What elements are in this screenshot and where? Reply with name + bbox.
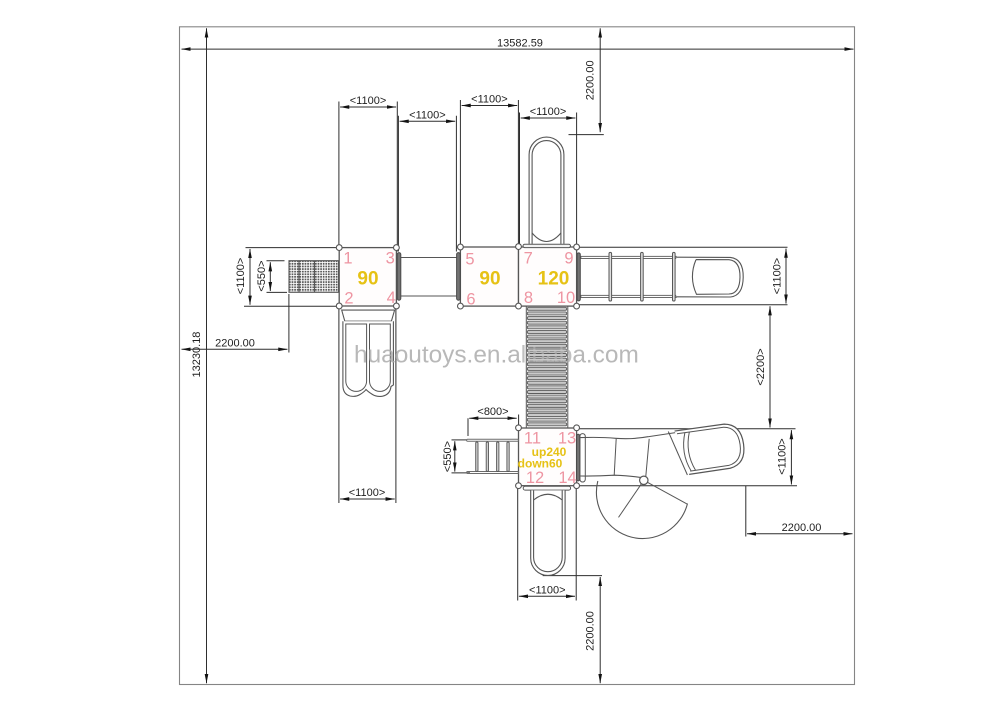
svg-text:8: 8: [524, 289, 533, 307]
svg-text:<550>: <550>: [256, 260, 268, 291]
svg-text:<550>: <550>: [442, 441, 454, 472]
svg-text:<1100>: <1100>: [529, 584, 566, 596]
svg-text:<1100>: <1100>: [772, 258, 784, 295]
svg-text:<1100>: <1100>: [471, 94, 508, 106]
svg-text:14: 14: [558, 469, 576, 487]
svg-text:2200.00: 2200.00: [585, 60, 597, 100]
svg-text:2200.00: 2200.00: [584, 611, 596, 651]
svg-text:11: 11: [524, 430, 541, 448]
svg-text:7: 7: [524, 250, 533, 268]
svg-text:<2200>: <2200>: [755, 348, 767, 385]
svg-text:2: 2: [344, 290, 353, 308]
svg-text:<1100>: <1100>: [777, 438, 789, 475]
svg-text:<1100>: <1100>: [530, 106, 567, 118]
svg-text:<1100>: <1100>: [350, 95, 387, 107]
svg-text:90: 90: [479, 269, 500, 290]
svg-text:<1100>: <1100>: [409, 109, 446, 121]
svg-text:2200.00: 2200.00: [215, 337, 255, 349]
svg-text:13582.59: 13582.59: [497, 38, 543, 50]
svg-text:<800>: <800>: [477, 406, 508, 418]
svg-text:5: 5: [465, 251, 474, 269]
svg-text:9: 9: [564, 250, 573, 268]
svg-text:1: 1: [343, 250, 352, 268]
svg-text:10: 10: [557, 289, 575, 307]
svg-text:4: 4: [387, 289, 396, 307]
svg-text:up240: up240: [532, 445, 567, 459]
svg-text:13: 13: [558, 430, 576, 448]
svg-text:12: 12: [526, 469, 544, 487]
svg-text:down60: down60: [518, 457, 563, 471]
svg-text:<1100>: <1100>: [349, 487, 386, 499]
svg-text:3: 3: [386, 250, 395, 268]
svg-text:120: 120: [538, 269, 570, 290]
svg-text:2200.00: 2200.00: [782, 522, 822, 534]
svg-text:huaoutoys.en.alibaba.com: huaoutoys.en.alibaba.com: [354, 342, 639, 369]
svg-text:<1100>: <1100>: [235, 258, 247, 295]
svg-text:6: 6: [466, 291, 475, 309]
svg-text:90: 90: [357, 269, 378, 290]
svg-text:13230.18: 13230.18: [191, 332, 203, 378]
svg-text:huaoutoys.en.alibaba.com: huaoutoys.en.alibaba.com: [354, 342, 639, 369]
